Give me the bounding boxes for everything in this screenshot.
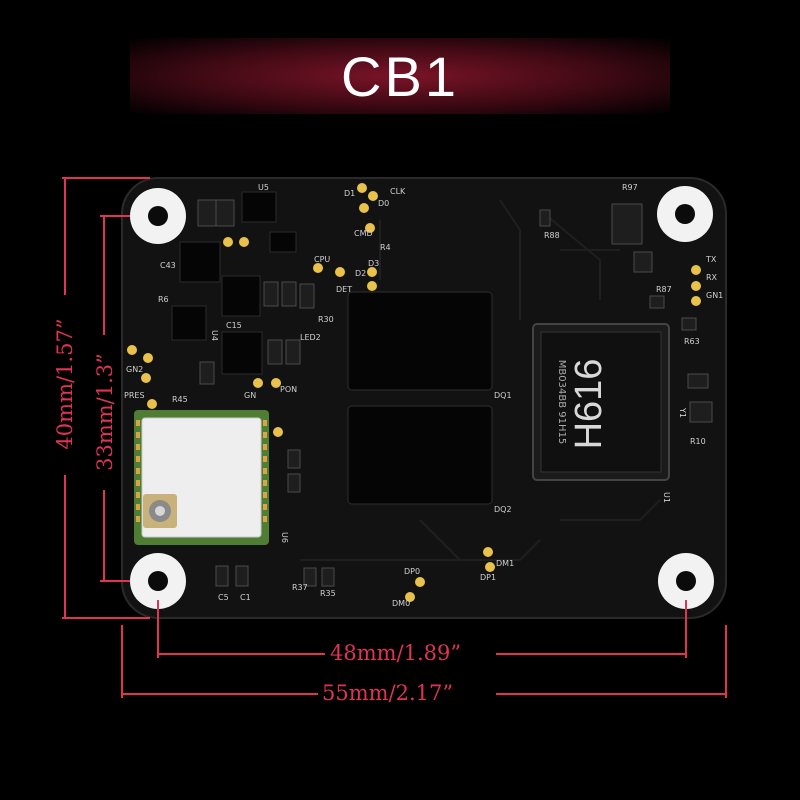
dimension-height-outer: 40mm/1.57” (53, 318, 77, 450)
label-c5: C5 (218, 593, 229, 602)
label-dm0: DM0 (392, 599, 410, 608)
label-c43: C43 (160, 261, 176, 270)
ram-chip-2 (347, 405, 493, 505)
label-rx: RX (706, 273, 718, 282)
board-title: CB1 (341, 45, 459, 108)
dimension-width-outer: 55mm/2.17” (322, 681, 454, 705)
label-cpu: CPU (314, 255, 330, 264)
label-clk: CLK (390, 187, 406, 196)
label-det: DET (336, 285, 352, 294)
label-tx: TX (705, 255, 717, 264)
label-u5: U5 (258, 183, 269, 192)
label-d0: D0 (378, 199, 389, 208)
label-gn2: GN2 (126, 365, 143, 374)
mounting-hole-bottom-left (130, 553, 186, 609)
label-dp1: DP1 (480, 573, 496, 582)
mounting-hole-top-right (657, 186, 713, 242)
label-dq1: DQ1 (494, 391, 512, 400)
label-r97: R97 (622, 183, 638, 192)
label-d2: D2 (355, 269, 366, 278)
label-r88: R88 (544, 231, 560, 240)
label-c15: C15 (226, 321, 242, 330)
label-r37: R37 (292, 583, 308, 592)
dimension-lines (62, 177, 727, 698)
label-d3: D3 (368, 259, 379, 268)
dimension-width-inner: 48mm/1.89” (330, 641, 462, 665)
label-r87: R87 (656, 285, 672, 294)
label-r10: R10 (690, 437, 706, 446)
label-u4: U4 (210, 330, 219, 341)
title-banner: CB1 (130, 38, 670, 114)
label-pres: PRES (124, 391, 145, 400)
test-pads (127, 183, 701, 602)
label-r63: R63 (684, 337, 700, 346)
label-y1: Y1 (678, 407, 687, 418)
label-r30: R30 (318, 315, 334, 324)
passive-components (197, 199, 713, 587)
label-r6: R6 (158, 295, 169, 304)
wifi-module-castellations (136, 420, 267, 522)
dimension-height-inner: 33mm/1.3” (93, 353, 117, 471)
label-pon: PON (280, 385, 297, 394)
label-gn: GN (244, 391, 256, 400)
soc-brand-text: H616 (568, 359, 610, 450)
antenna-connector (143, 494, 177, 528)
label-r35: R35 (320, 589, 336, 598)
label-led2: LED2 (300, 333, 321, 342)
pcb-traces (300, 199, 661, 561)
label-d1: D1 (344, 189, 355, 198)
soc-code-text: MB034BB 91H15 (556, 360, 567, 444)
label-dp0: DP0 (404, 567, 420, 576)
ram-chip-1 (347, 291, 493, 391)
label-gn1: GN1 (706, 291, 723, 300)
label-u6: U6 (280, 532, 289, 543)
label-r4: R4 (380, 243, 391, 252)
mounting-hole-top-left (130, 188, 186, 244)
power-ics (171, 191, 297, 375)
label-dm1: DM1 (496, 559, 514, 568)
label-r45: R45 (172, 395, 188, 404)
label-c1: C1 (240, 593, 251, 602)
label-u1: U1 (662, 492, 671, 503)
mounting-hole-bottom-right (658, 553, 714, 609)
label-cmd: CMD (354, 229, 373, 238)
label-dq2: DQ2 (494, 505, 512, 514)
